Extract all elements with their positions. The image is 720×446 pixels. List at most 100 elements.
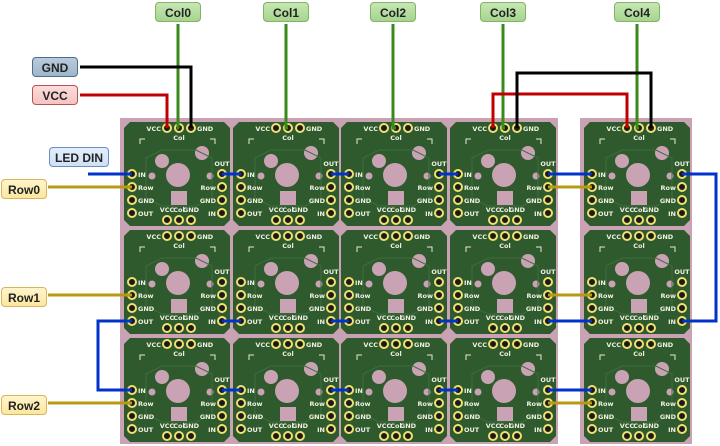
silk-out: OUT	[674, 268, 690, 276]
silk-gnd: GND	[292, 314, 309, 322]
pad-row-right	[217, 182, 227, 192]
pad-gnd-left	[127, 195, 137, 205]
pad-gnd-bottom	[403, 323, 413, 333]
row0-label: Row0	[1, 179, 47, 199]
switch-peg-hole	[608, 388, 616, 396]
led-window	[631, 191, 647, 205]
silkscreen-bracket	[356, 246, 433, 252]
silkscreen-bracket	[599, 246, 676, 252]
silk-gnd: GND	[657, 233, 674, 241]
silk-gnd: GND	[523, 233, 540, 241]
col0-wire	[176, 24, 180, 130]
pad-gnd-right	[326, 303, 336, 313]
pcb-trace-outline	[471, 149, 539, 207]
silk-gnd: GND	[523, 341, 540, 349]
silk-gnd: GND	[197, 233, 214, 241]
pad-vcc-top	[271, 123, 281, 133]
silk-out: OUT	[323, 268, 339, 276]
pad-gnd-bottom	[512, 215, 522, 225]
pad-gnd-right	[434, 411, 444, 421]
pad-gnd-bottom	[403, 215, 413, 225]
silk-gnd: GND	[643, 206, 660, 214]
silk-in: IN	[317, 318, 325, 326]
pcb-trace-outline	[145, 149, 213, 207]
pad-in-left	[127, 277, 137, 287]
pad-vcc-top	[622, 339, 632, 349]
silk-row: Row	[138, 184, 153, 192]
silk-gnd: GND	[292, 206, 309, 214]
pad-gnd-top	[403, 123, 413, 133]
pad-col-bottom	[174, 323, 184, 333]
silk-gnd: GND	[309, 413, 326, 421]
pad-col-top	[391, 231, 401, 241]
silk-in: IN	[208, 426, 216, 434]
led-window	[631, 299, 647, 313]
silk-gnd: GND	[598, 197, 615, 205]
pad-vcc-bottom	[162, 431, 172, 441]
switch-pin-hole	[481, 154, 495, 168]
silk-col: Col	[633, 422, 644, 430]
pad-row-right	[326, 290, 336, 300]
silkscreen-bracket	[599, 138, 676, 144]
pad-vcc-top	[162, 231, 172, 241]
silk-in: IN	[247, 171, 255, 179]
pad-row-left	[344, 398, 354, 408]
silk-in: IN	[425, 426, 433, 434]
silk-gnd: GND	[355, 413, 372, 421]
silk-vcc: VCC	[146, 341, 161, 349]
pad-gnd-right	[217, 195, 227, 205]
silk-gnd: GND	[247, 305, 264, 313]
vcc-bridge-wire	[491, 92, 629, 128]
pad-out-left	[587, 208, 597, 218]
pad-in-right	[677, 424, 687, 434]
silk-row: Row	[247, 292, 262, 300]
silk-gnd: GND	[247, 413, 264, 421]
switch-pin-hole	[615, 370, 629, 384]
pad-gnd-top	[646, 231, 656, 241]
pad-gnd-right	[326, 195, 336, 205]
silk-gnd: GND	[306, 125, 323, 133]
silkscreen-bracket	[139, 138, 216, 144]
silk-row: Row	[201, 184, 216, 192]
silk-gnd: GND	[197, 341, 214, 349]
silk-row: Row	[661, 292, 676, 300]
pad-col-bottom	[174, 431, 184, 441]
pad-col-bottom	[500, 431, 510, 441]
switch-pin-hole	[155, 262, 169, 276]
silkscreen-bracket	[139, 246, 216, 252]
silk-gnd: GND	[523, 125, 540, 133]
silk-col: Col	[173, 422, 184, 430]
silk-gnd: GND	[197, 125, 214, 133]
silk-gnd: GND	[643, 314, 660, 322]
silk-vcc: VCC	[472, 341, 487, 349]
silk-row: Row	[247, 184, 262, 192]
pad-col-top	[174, 231, 184, 241]
pad-in-left	[453, 277, 463, 287]
switch-pin-hole	[372, 370, 386, 384]
silk-out: OUT	[247, 318, 263, 326]
silk-row: Row	[355, 292, 370, 300]
pad-vcc-top	[379, 123, 389, 133]
silk-gnd: GND	[526, 413, 543, 421]
silkscreen-bracket	[465, 354, 542, 360]
pad-col-bottom	[634, 323, 644, 333]
silkscreen-bracket	[465, 246, 542, 252]
silk-gnd: GND	[306, 341, 323, 349]
pad-out-left	[453, 208, 463, 218]
silk-in: IN	[355, 387, 363, 395]
switch-pin-hole	[155, 370, 169, 384]
silk-row: Row	[598, 184, 613, 192]
switch-peg-hole	[365, 172, 373, 180]
silk-in: IN	[668, 318, 676, 326]
pad-gnd-right	[543, 195, 553, 205]
led-window	[631, 407, 647, 421]
silk-in: IN	[464, 171, 472, 179]
pad-gnd-left	[127, 411, 137, 421]
silk-gnd: GND	[138, 413, 155, 421]
